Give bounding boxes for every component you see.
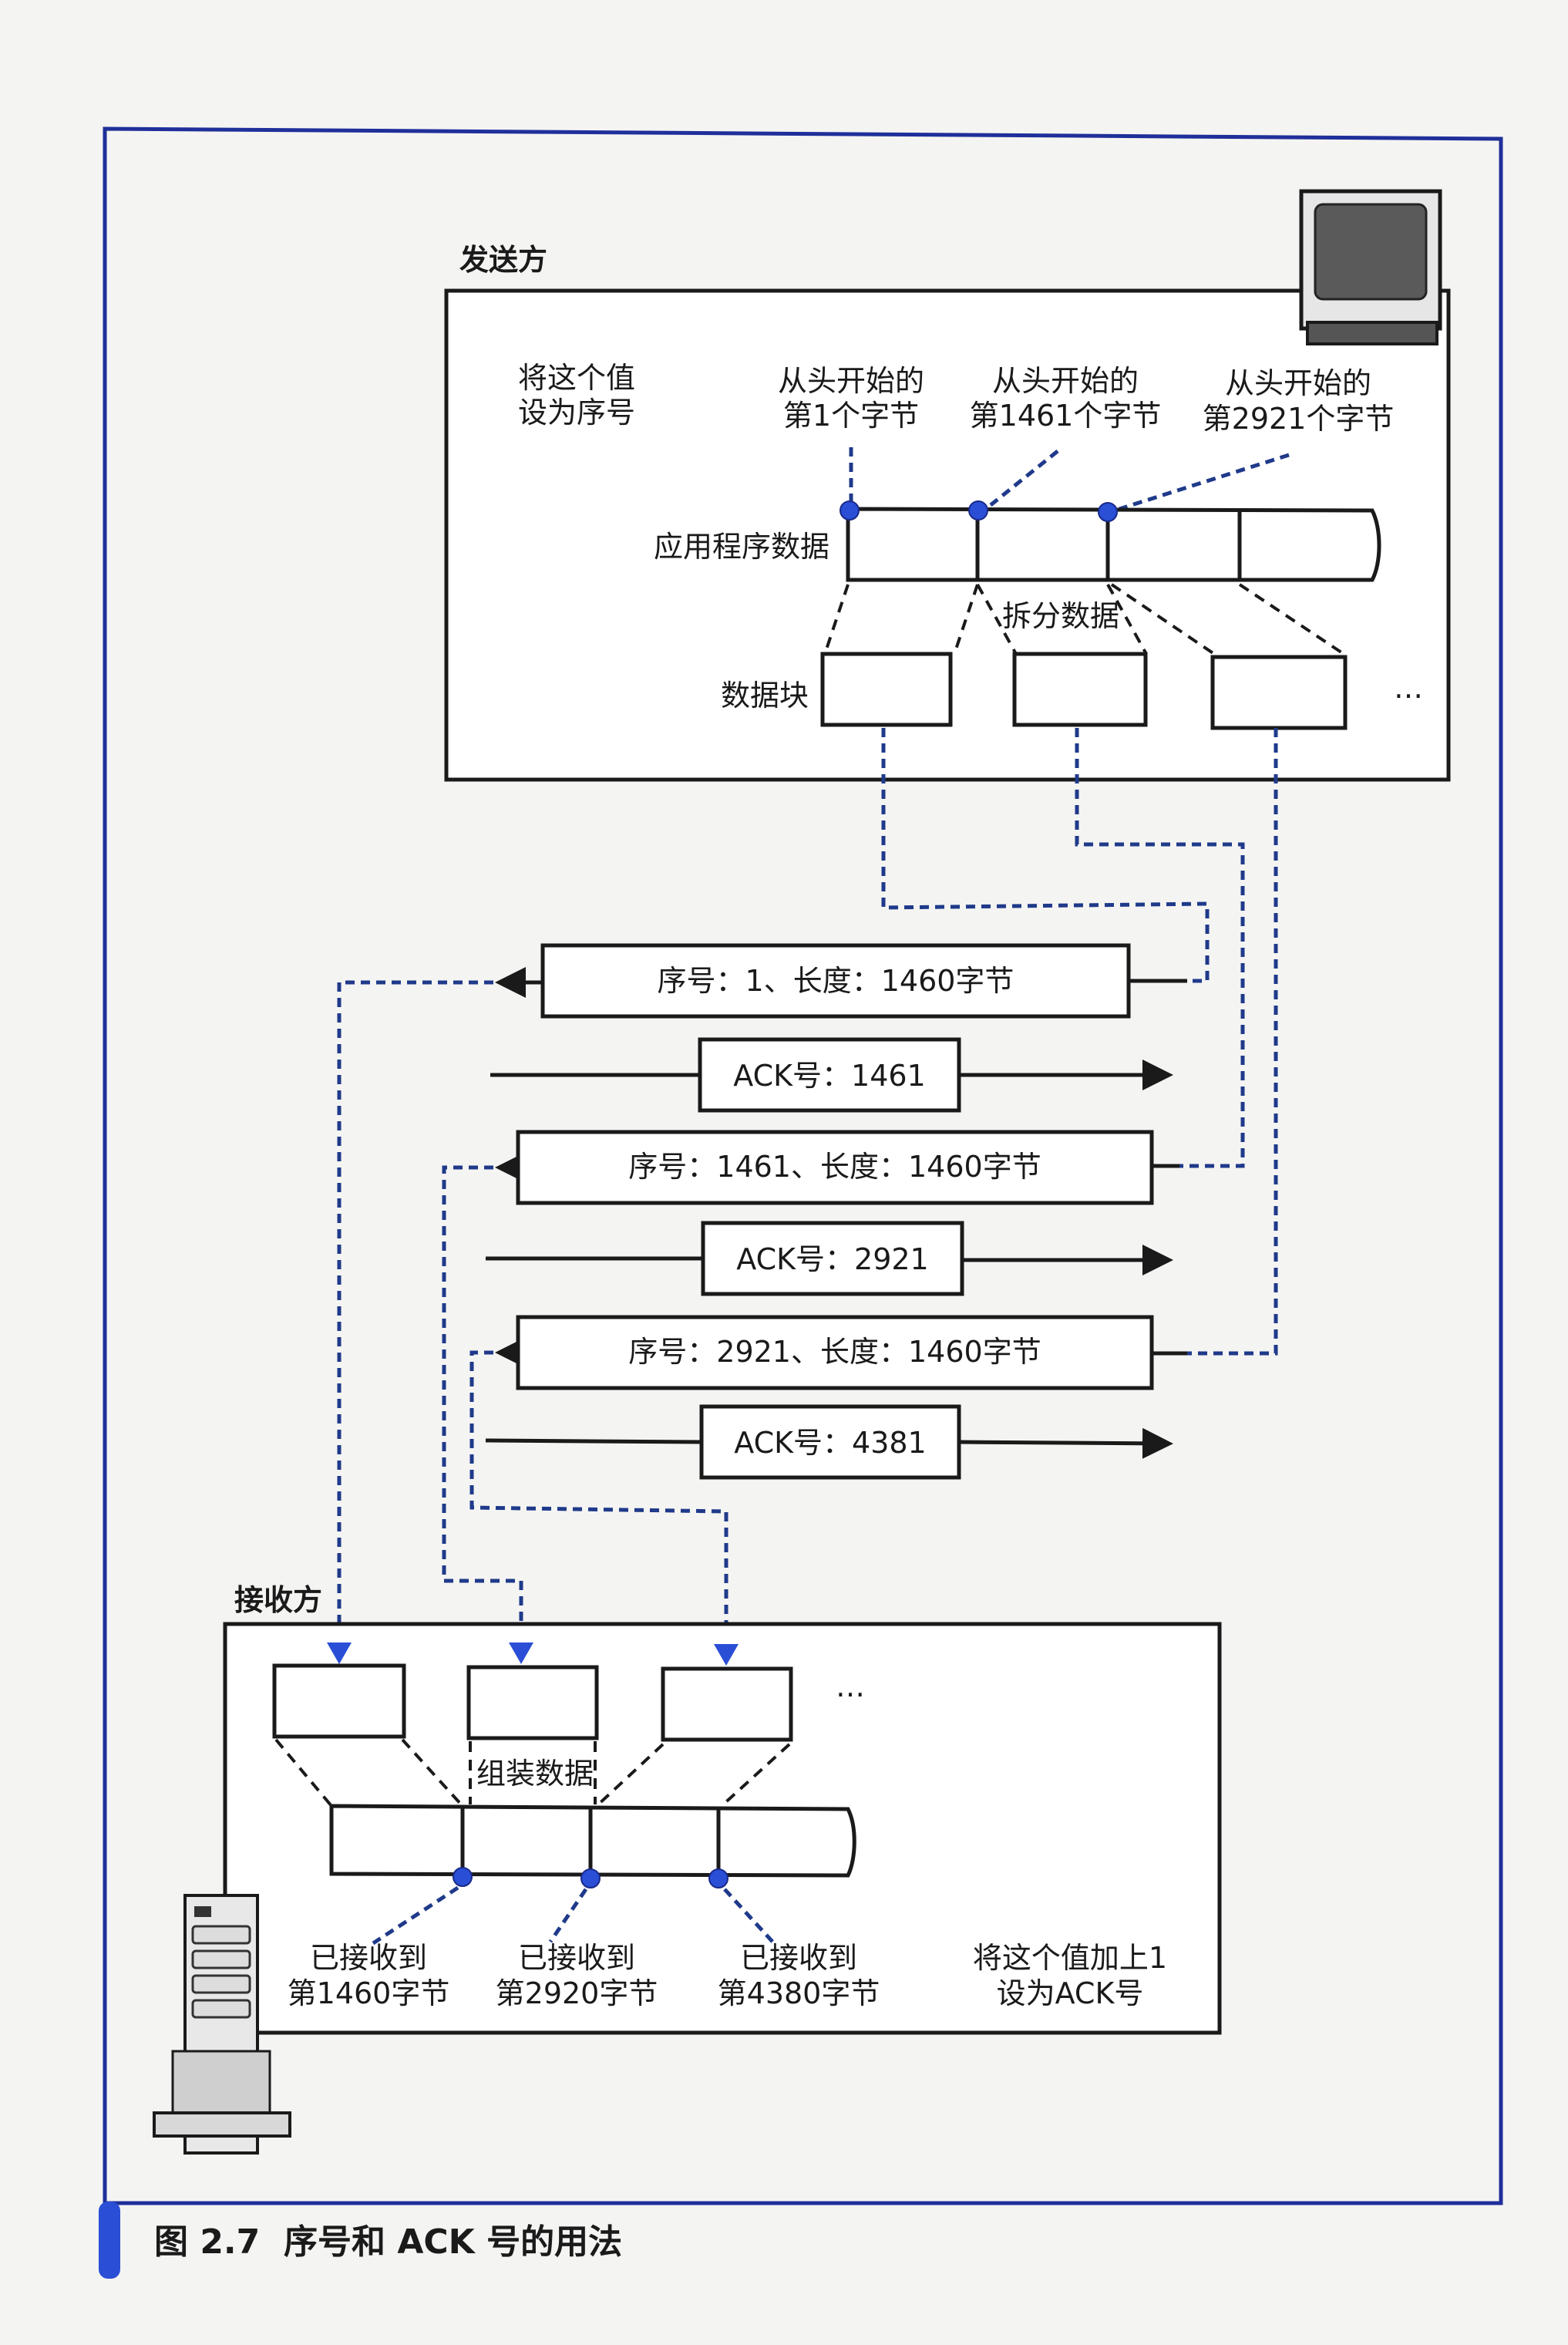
arrowhead-down-icon [327,1643,352,1664]
received-marker-dot [453,1867,473,1887]
app-data-label: 应用程序数据 [654,530,829,564]
split-guide [823,584,850,655]
split-guide [1238,583,1345,655]
ack-label: ACK号：4381 [734,1426,927,1460]
split-guide [1106,584,1148,655]
receiver-chunk-3 [661,1666,793,1742]
packet-label: 序号：1、长度：1460字节 [658,964,1014,998]
sender-ellipsis: … [1394,671,1423,705]
packet-box [516,1130,1154,1205]
packet-row-3: 序号：1461、长度：1460字节 [495,1130,1179,1205]
sender-chunk-2 [1012,652,1148,727]
ack-box [701,1221,964,1296]
ack-label: ACK号：2921 [736,1242,929,1276]
packet-label: 序号：1461、长度：1460字节 [628,1150,1041,1184]
received-leader [372,1885,459,1946]
received-2-line2: 第2920字节 [496,1976,658,2010]
chunk-3-path [1156,728,1278,1356]
packet-1-delivery-path [337,980,493,1635]
pointer-1-line2: 第1个字节 [783,399,919,433]
received-3-line1: 已接收到 [740,1941,857,1975]
packet-label: 序号：2921、长度：1460字节 [628,1335,1041,1369]
received-marker-dot [708,1868,728,1888]
chunk-label: 数据块 [721,679,809,713]
split-data-label: 拆分数据 [1002,599,1119,633]
ack-box [699,1404,961,1480]
computer-monitor-icon [1299,189,1442,345]
receiver-ellipsis: … [836,1669,865,1703]
seq-marker-dot [840,500,860,521]
sender-chunk-1 [820,652,953,727]
assemble-guide [595,1743,665,1808]
packet-row-5: 序号：2921、长度：1460字节 [495,1315,1187,1390]
ack-label: ACK号：1461 [733,1059,926,1093]
receiver-chunk-1 [272,1663,406,1739]
split-guide [1110,583,1216,655]
server-tower-icon [153,1894,291,2155]
assemble-guide [720,1743,791,1808]
figure-frame [103,126,1503,2205]
seq-marker-dot [968,500,988,521]
received-leader [723,1888,776,1945]
sequence-note-line2: 设为序号 [518,396,635,430]
assemble-data-label: 组装数据 [476,1757,594,1791]
received-1-line1: 已接收到 [310,1941,427,1975]
packet-row-6: ACK号：4381 [485,1404,1173,1480]
figure-number: 图 2.7 [154,2222,260,2262]
ack-box [698,1037,961,1113]
seq-marker-dot [1098,502,1118,522]
figure-title: 序号和 ACK 号的用法 [284,2222,622,2262]
packet-row-4: ACK号：2921 [486,1221,1173,1296]
pointer-1-line1: 从头开始的 [778,364,924,398]
sequence-note-line1: 将这个值 [518,361,635,395]
ack-note-line1: 将这个值加上1 [973,1941,1167,1975]
arrowhead-down-icon [509,1643,533,1664]
pointer-2-line2: 第1461个字节 [970,399,1162,433]
ack-note-line2: 设为ACK号 [997,1976,1144,2010]
chunk-1-path [881,728,1210,983]
received-marker-dot [580,1868,601,1888]
split-guide [953,584,979,655]
packet-row-2: ACK号：1461 [490,1037,1173,1113]
sender-chunk-3 [1210,655,1348,730]
chunk-2-path [1075,728,1245,1168]
caption-accent-bar [99,2202,120,2279]
sender-title: 发送方 [459,243,547,277]
receiver-chunk-2 [466,1665,599,1740]
split-guide [976,584,1018,655]
received-1-line2: 第1460字节 [288,1976,450,2010]
app-data-strip [846,507,1381,582]
received-3-line2: 第4380字节 [718,1976,880,2010]
packet-box [516,1315,1154,1390]
pointer-3-line2: 第2921个字节 [1203,402,1395,436]
assemble-guide [274,1738,333,1808]
packet-box [540,943,1131,1019]
packet-row-1: 序号：1、长度：1460字节 [495,943,1187,1019]
assemble-guide [401,1738,464,1808]
packet-3-delivery-path [469,1350,728,1635]
received-2-line1: 已接收到 [518,1941,635,1975]
received-leader [548,1888,588,1943]
receiver-title: 接收方 [234,1583,322,1617]
pointer-2-line1: 从头开始的 [992,364,1139,398]
arrowhead-down-icon [714,1644,739,1666]
packet-2-delivery-path [442,1165,523,1635]
assembled-data-strip [329,1804,856,1878]
pointer-3-line1: 从头开始的 [1225,366,1371,400]
